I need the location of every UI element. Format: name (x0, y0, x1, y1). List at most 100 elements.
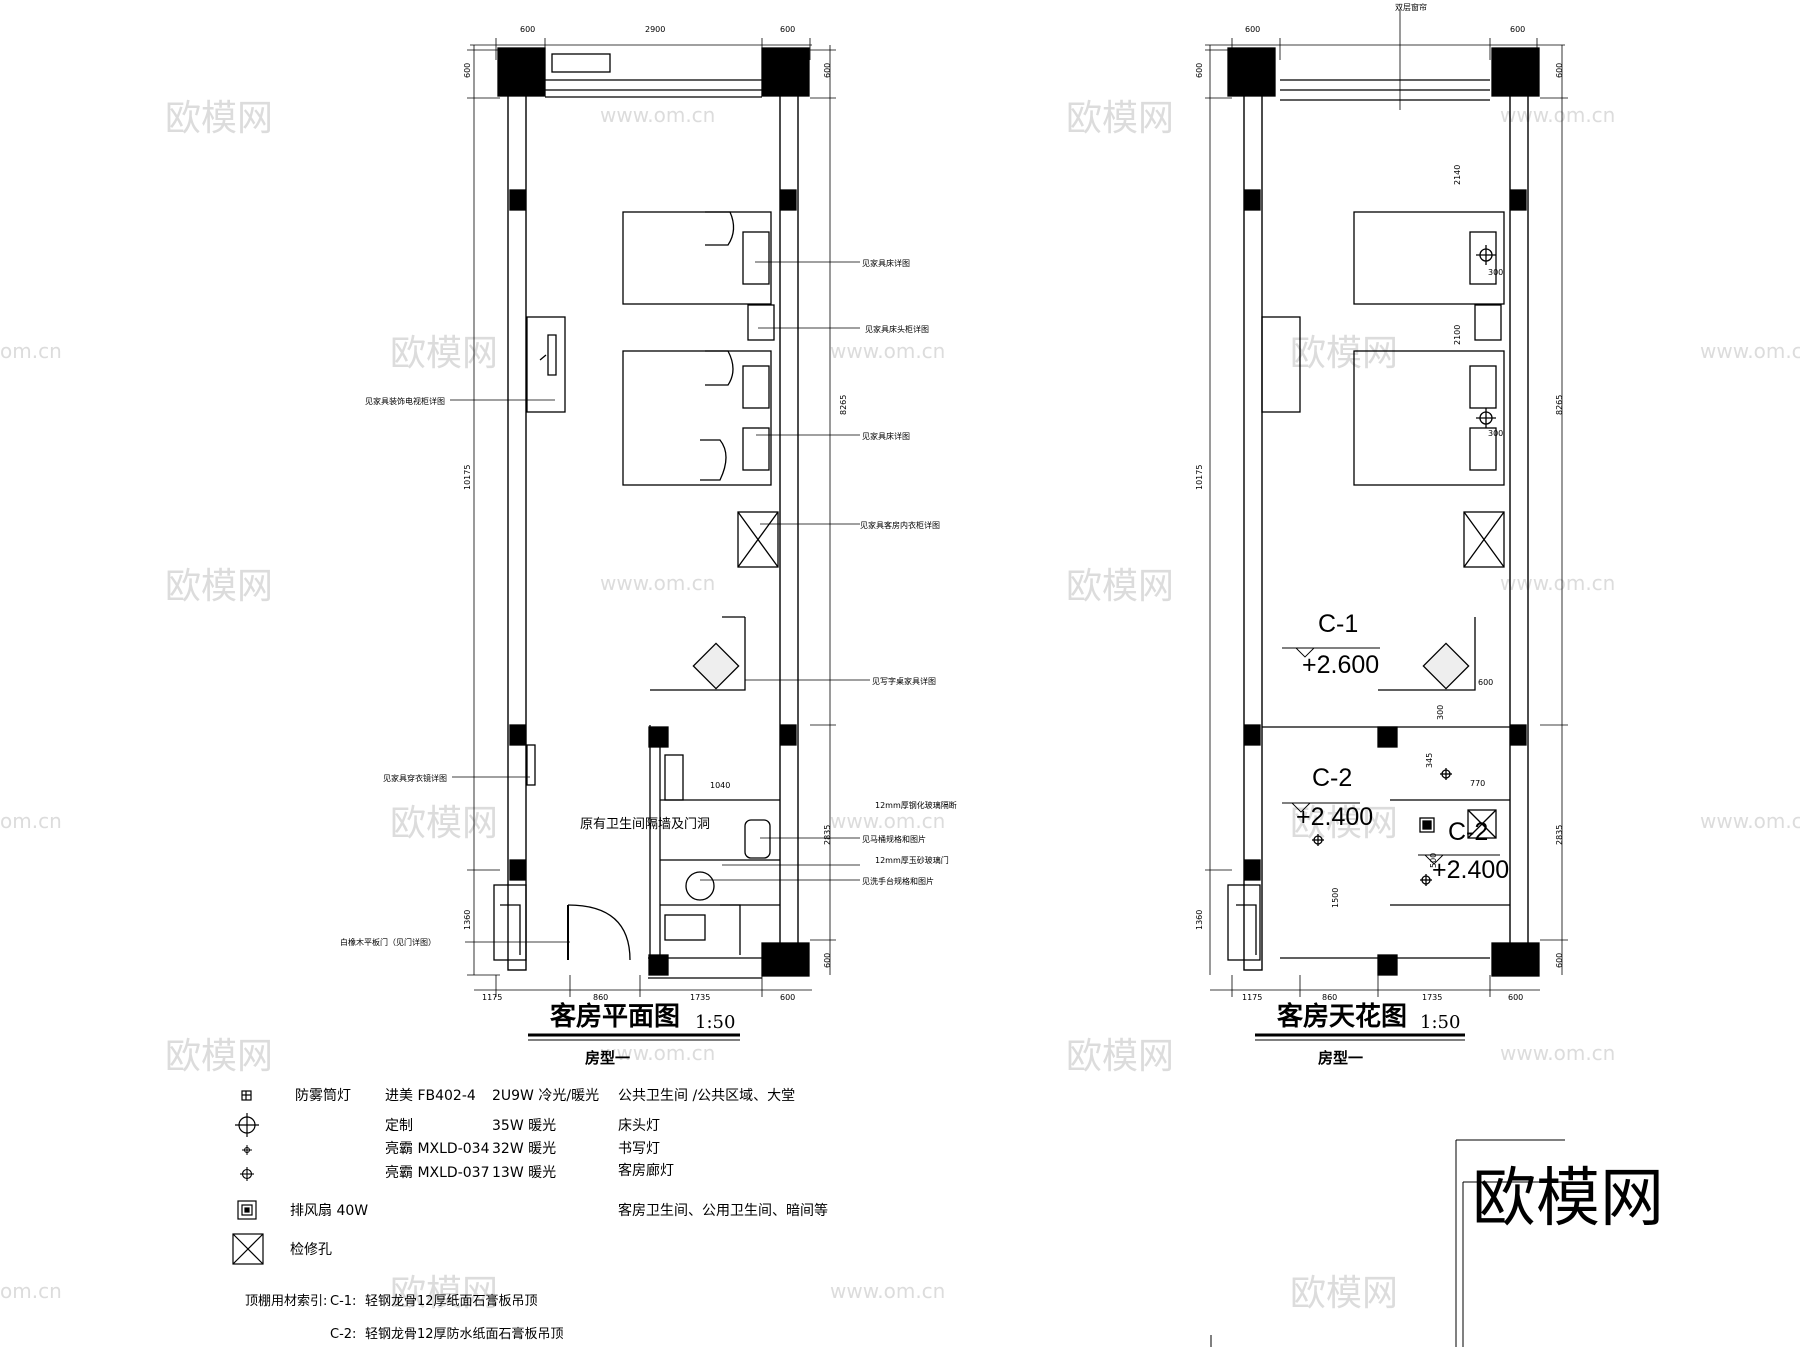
ceil-dim-inner-10: 500 (1429, 853, 1438, 868)
legend-row5-usage: 客房卫生间、公用卫生间、暗间等 (618, 1202, 828, 1219)
legend-row4-spec: 13W 暖光 (492, 1165, 556, 1181)
dim-left-2: 10175 (463, 465, 472, 490)
watermark-logo: 欧模网 (165, 98, 273, 139)
bedside-lamp-icon (235, 1113, 259, 1137)
curtain-note: 双层窗帘 (1395, 2, 1427, 12)
legend-row2-model: 定制 (385, 1118, 413, 1134)
dim-left-1: 600 (463, 63, 472, 78)
corridor-lamp-icon (240, 1167, 254, 1181)
ceil-dim-right-4: 600 (1555, 953, 1564, 968)
material-c2-code: C-2: (330, 1327, 356, 1342)
note-tv-cabinet: 见家具装饰电视柜详图 (365, 396, 445, 406)
note-glass: 12mm厚钢化玻璃隔断 (875, 800, 957, 810)
ceil-dim-inner-6: 300 (1436, 705, 1445, 720)
material-c2-text: 轻钢龙骨12厚防水纸面石膏板吊顶 (365, 1326, 564, 1342)
ceil-dim-left-2: 10175 (1195, 465, 1204, 490)
ceiling-scale: 1:50 (1420, 1012, 1460, 1033)
ceiling-title: 客房天花图 (1277, 1001, 1407, 1032)
legend-row2-spec: 35W 暖光 (492, 1118, 556, 1134)
legend-row3-spec: 32W 暖光 (492, 1141, 556, 1157)
watermark-logo: 欧模网 (390, 1273, 498, 1314)
watermark-url: www.om.cn (830, 339, 945, 363)
legend-row6-name: 检修孔 (290, 1242, 332, 1258)
watermark-url: www.om.cn (1700, 339, 1800, 363)
note-wardrobe: 见家具客房内衣柜详图 (860, 520, 940, 530)
ceil-dim-inner-4: 300 (1488, 429, 1503, 438)
dim-left-3: 1360 (463, 910, 472, 930)
ceil-dim-top-2: 600 (1510, 25, 1525, 34)
ceiling-plan-labels: 600 600 双层窗帘 1175 860 1735 600 600 10175… (1195, 2, 1564, 1067)
material-c1-text: 轻钢龙骨12厚纸面石膏板吊顶 (365, 1293, 538, 1309)
note-entry-door: 白橡木平板门（见门详图） (340, 937, 436, 947)
fog-downlight-icon (241, 1090, 252, 1101)
ceil-dim-top-1: 600 (1245, 25, 1260, 34)
zone-c2b-code: C-2 (1448, 818, 1488, 846)
ceil-dim-bottom-4: 600 (1508, 993, 1523, 1002)
exhaust-fan-icon (237, 1200, 257, 1220)
legend: 防雾筒灯 进美 FB402-4 2U9W 冷光/暖光 公共卫生间 /公共区域、大… (232, 1087, 828, 1342)
zone-c1-code: C-1 (1318, 610, 1358, 638)
watermark-url: om.cn (0, 809, 62, 833)
dim-top-2: 2900 (645, 25, 665, 34)
dim-right-4: 600 (823, 953, 832, 968)
note-desk: 见写字桌家具详图 (872, 676, 936, 686)
ceil-dim-inner-5: 600 (1478, 678, 1493, 687)
ceil-dim-right-3: 2835 (1555, 825, 1564, 845)
legend-row1-usage: 公共卫生间 /公共区域、大堂 (618, 1088, 795, 1104)
plan-title: 客房平面图 (550, 1001, 680, 1032)
ceil-dim-inner-2: 300 (1488, 268, 1503, 277)
ceil-dim-inner-1: 2140 (1453, 165, 1462, 185)
note-nightstand: 见家具床头柜详图 (865, 324, 929, 334)
dim-right-2: 8265 (839, 395, 848, 415)
legend-row3-usage: 书写灯 (618, 1141, 660, 1157)
legend-row1-spec: 2U9W 冷光/暖光 (492, 1088, 599, 1104)
legend-row4-model: 亮霸 MXLD-037 (385, 1164, 489, 1181)
ceil-dim-right-1: 600 (1555, 63, 1564, 78)
note-toilet: 见马桶规格和图片 (862, 834, 926, 844)
ceil-dim-inner-3: 2100 (1453, 325, 1462, 345)
ceil-dim-inner-8: 770 (1470, 779, 1485, 788)
dim-right-3: 2835 (823, 825, 832, 845)
access-hatch-icon (232, 1233, 264, 1265)
zone-c2b-level: +2.400 (1432, 856, 1509, 884)
desk-lamp-icon (242, 1145, 252, 1155)
watermark-logo: 欧模网 (1290, 333, 1398, 374)
watermark-url: www.om.cn (1500, 103, 1615, 127)
note-bed-2: 见家具床详图 (862, 431, 910, 441)
title-block (1210, 1139, 1565, 1347)
watermark-logo: 欧模网 (1066, 1036, 1174, 1077)
material-c1-code: C-1: (330, 1294, 356, 1309)
ceil-dim-left-1: 600 (1195, 63, 1204, 78)
ceiling-plan (1205, 10, 1568, 997)
watermark-url: www.om.cn (600, 1041, 715, 1065)
dim-top-3: 600 (780, 25, 795, 34)
zone-c1-level: +2.600 (1302, 651, 1379, 679)
ceil-dim-left-3: 1360 (1195, 910, 1204, 930)
plan-subtitle: 房型一 (585, 1049, 630, 1067)
ceil-dim-bottom-1: 1175 (1242, 993, 1262, 1002)
zone-c2a-code: C-2 (1312, 764, 1352, 792)
watermark-url: www.om.cn (1500, 571, 1615, 595)
watermark-url: www.om.cn (1700, 809, 1800, 833)
dim-inner-1: 1040 (710, 781, 730, 790)
floor-plan (450, 38, 870, 997)
note-sand-door: 12mm厚玉砂玻璃门 (875, 855, 949, 865)
watermark-logo: 欧模网 (390, 803, 498, 844)
brand-logo: 欧模网 (1472, 1162, 1664, 1236)
legend-row1-name: 防雾筒灯 (295, 1087, 351, 1104)
watermark-url: www.om.cn (600, 103, 715, 127)
material-prefix: 顶棚用材索引: (245, 1294, 327, 1309)
legend-row3-model: 亮霸 MXLD-034 (385, 1140, 490, 1157)
dim-bottom-3: 1735 (690, 993, 710, 1002)
ceil-dim-inner-9: 1500 (1331, 888, 1340, 908)
note-mirror: 见家具穿衣镜详图 (383, 773, 447, 783)
legend-row4-usage: 客房廊灯 (618, 1162, 674, 1179)
watermark-url: www.om.cn (830, 1279, 945, 1303)
dim-bottom-1: 1175 (482, 993, 502, 1002)
ceil-dim-bottom-2: 860 (1322, 993, 1337, 1002)
legend-row1-model: 进美 FB402-4 (385, 1088, 476, 1104)
watermark-logo: 欧模网 (165, 1036, 273, 1077)
legend-row5-name: 排风扇 40W (290, 1203, 368, 1219)
dim-bottom-4: 600 (780, 993, 795, 1002)
